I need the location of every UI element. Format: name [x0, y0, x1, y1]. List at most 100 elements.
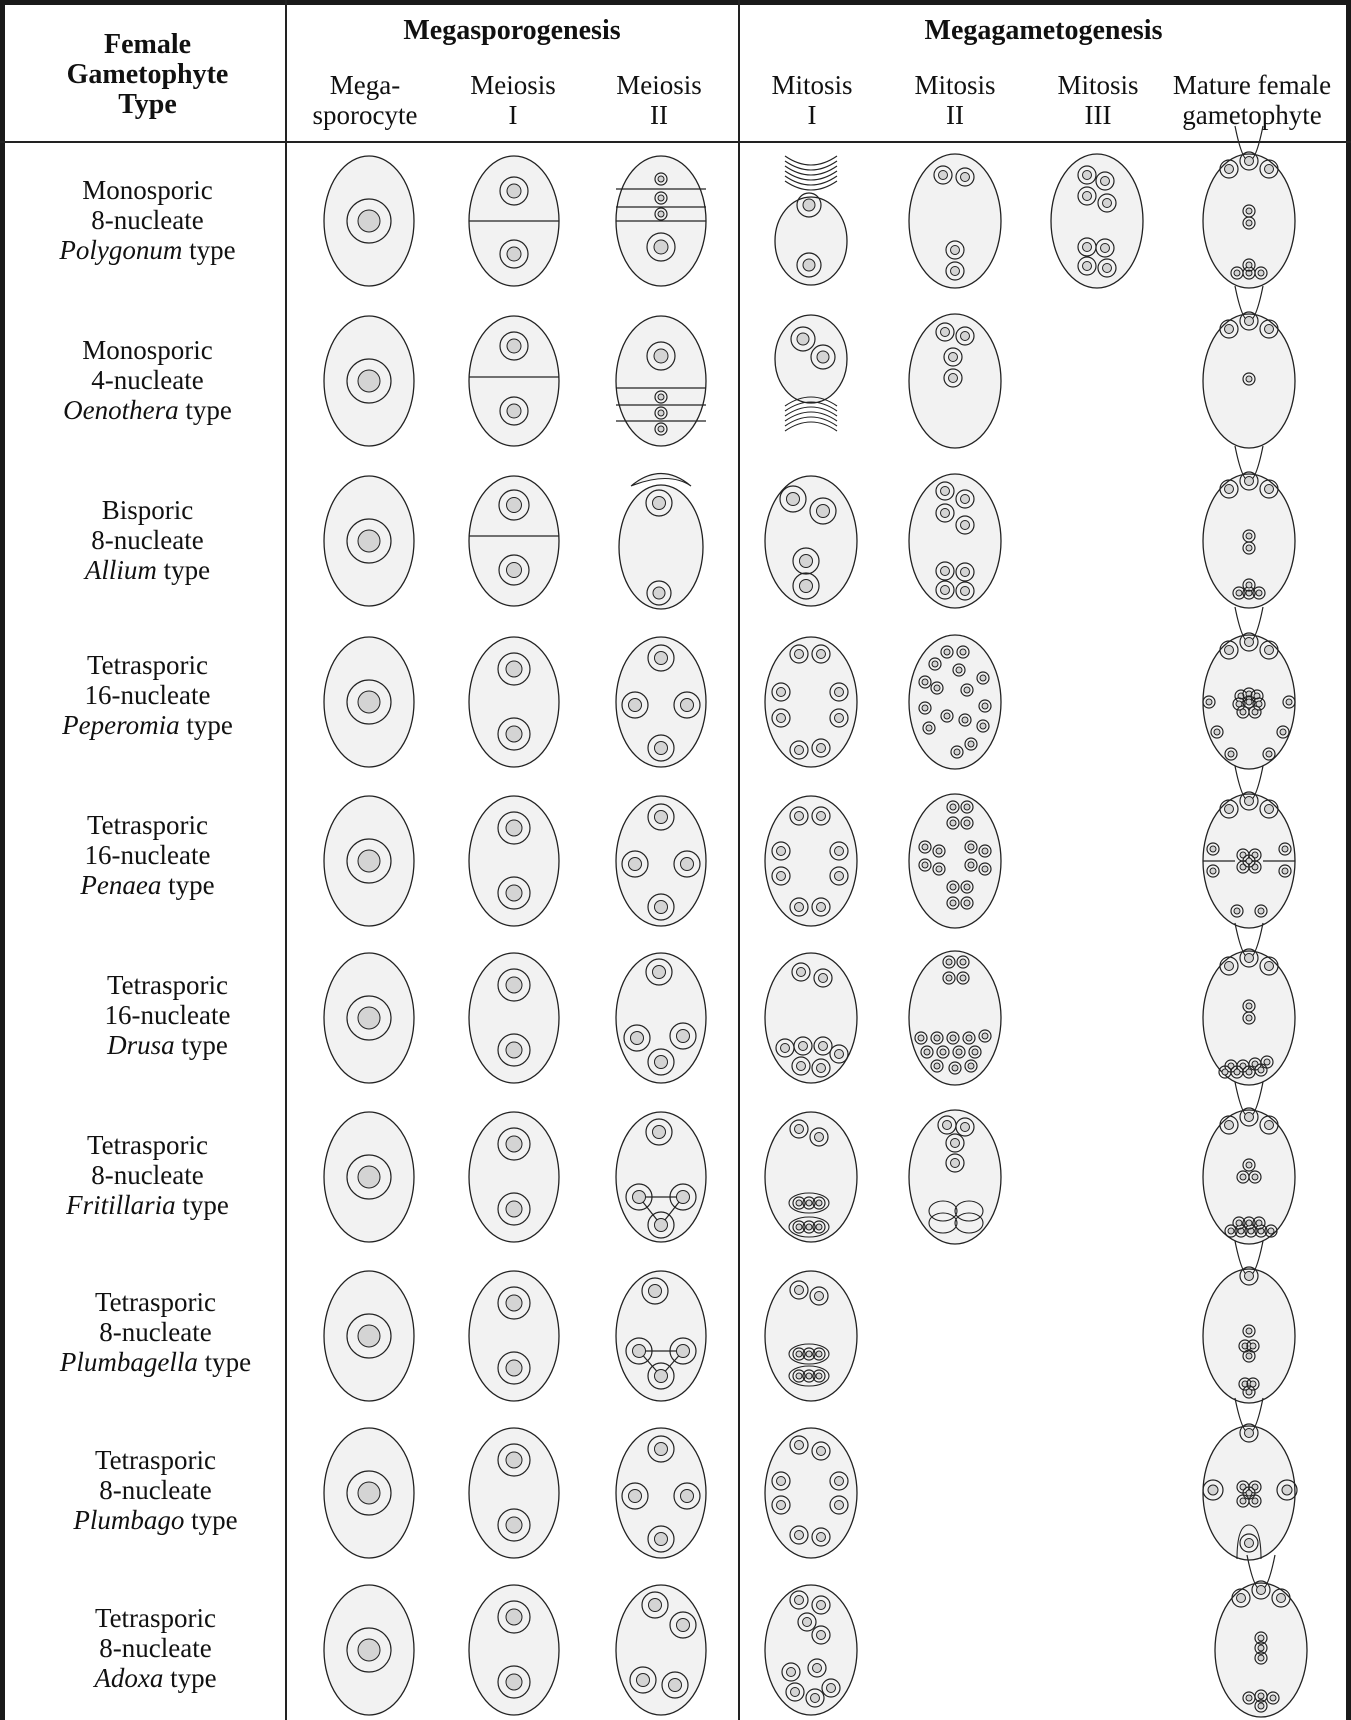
nucleolus	[817, 744, 826, 753]
nucleolus	[658, 426, 664, 432]
megasporocyte-cell	[324, 1428, 414, 1558]
nucleolus	[797, 968, 806, 977]
nucleolus	[968, 1063, 974, 1069]
nucleolus	[655, 1370, 668, 1383]
nucleolus	[1245, 797, 1254, 806]
nucleolus	[1280, 729, 1286, 735]
nucleolus	[1246, 1069, 1252, 1075]
nucleolus	[506, 1452, 522, 1468]
cell-wall	[469, 1271, 559, 1401]
cell-wall	[765, 796, 857, 926]
cell-wall	[909, 794, 1001, 928]
nucleolus	[835, 714, 844, 723]
nucleolus	[835, 1050, 844, 1059]
nucleolus	[658, 176, 664, 182]
nucleolus	[1286, 699, 1292, 705]
nucleolus	[968, 862, 974, 868]
mitosis-2-cell	[909, 794, 1001, 928]
mitosis-1-cell	[765, 1428, 857, 1558]
mitosis-2-cell	[909, 474, 1001, 608]
nucleolus	[960, 649, 966, 655]
nucleolus	[961, 173, 970, 182]
nucleolus	[649, 1285, 662, 1298]
nucleolus	[936, 866, 942, 872]
nucleolus	[962, 717, 968, 723]
nucleolus	[653, 497, 666, 510]
nucleolus	[940, 1049, 946, 1055]
mature-gametophyte	[1203, 923, 1295, 1085]
nucleolus	[941, 586, 950, 595]
meiosis-2-tetrad	[616, 796, 706, 926]
nucleolus	[815, 1133, 824, 1142]
nucleolus	[777, 1477, 786, 1486]
nucleolus	[835, 688, 844, 697]
nucleolus	[1245, 954, 1254, 963]
nucleolus	[1234, 1069, 1240, 1075]
mitosis-1-cell	[775, 315, 847, 431]
nucleolus	[506, 1042, 522, 1058]
nucleolus	[795, 650, 804, 659]
nucleolus	[817, 1631, 826, 1640]
nucleolus	[1101, 177, 1110, 186]
cell-wall	[469, 316, 559, 446]
nucleolus	[631, 1032, 644, 1045]
nucleolus	[796, 1200, 802, 1206]
nucleolus	[777, 1501, 786, 1510]
nucleolus	[358, 1482, 380, 1504]
nucleolus	[633, 1191, 646, 1204]
nucleolus	[1208, 1485, 1218, 1495]
nucleolus	[1246, 1490, 1252, 1496]
nucleolus	[1246, 1695, 1252, 1701]
nucleolus	[982, 1033, 988, 1039]
nucleolus	[1246, 1353, 1252, 1359]
nucleolus	[1270, 1695, 1276, 1701]
nucleolus	[1265, 962, 1274, 971]
nucleolus	[1282, 846, 1288, 852]
nucleolus	[806, 1224, 812, 1230]
nucleolus	[1246, 1220, 1252, 1226]
nucleolus	[1103, 264, 1112, 273]
mature-gametophyte	[1203, 1398, 1297, 1560]
meiosis-2-tetrad	[619, 474, 703, 610]
nucleolus	[1282, 1485, 1292, 1495]
nucleolus	[1256, 590, 1262, 596]
nucleolus	[1246, 1389, 1252, 1395]
nucleolus	[777, 847, 786, 856]
nucleolus	[1206, 699, 1212, 705]
nucleolus	[654, 349, 668, 363]
nucleolus	[960, 959, 966, 965]
nucleolus	[800, 555, 813, 568]
nucleolus	[819, 974, 828, 983]
nucleolus	[835, 1501, 844, 1510]
nucleolus	[934, 1063, 940, 1069]
mitosis-2-cell	[909, 951, 1001, 1085]
degenerating-megaspores	[785, 156, 837, 190]
nucleolus	[506, 1609, 522, 1625]
nucleolus	[507, 498, 522, 513]
nucleolus	[817, 1533, 826, 1542]
nucleolus	[1240, 709, 1246, 715]
nucleolus	[795, 1125, 804, 1134]
nucleolus	[1225, 165, 1234, 174]
nucleolus	[943, 1121, 952, 1130]
nucleolus	[1225, 962, 1234, 971]
nucleolus	[1265, 1121, 1274, 1130]
meiosis-2-tetrad	[616, 316, 706, 446]
cell-wall	[469, 637, 559, 767]
nucleolus	[964, 820, 970, 826]
nucleolus	[806, 1200, 812, 1206]
meiosis-2-tetrad	[616, 637, 706, 767]
nucleolus	[1222, 1069, 1228, 1075]
meiosis-1-dyad	[469, 156, 559, 286]
nucleolus	[952, 1065, 958, 1071]
nucleolus	[964, 884, 970, 890]
nucleolus	[1282, 868, 1288, 874]
nucleolus	[835, 1477, 844, 1486]
nucleolus	[507, 184, 521, 198]
nucleolus	[1257, 1586, 1266, 1595]
nucleolus	[358, 530, 380, 552]
nucleolus	[1225, 805, 1234, 814]
nucleolus	[827, 1684, 836, 1693]
nucleolus	[681, 858, 694, 871]
nucleolus	[950, 900, 956, 906]
